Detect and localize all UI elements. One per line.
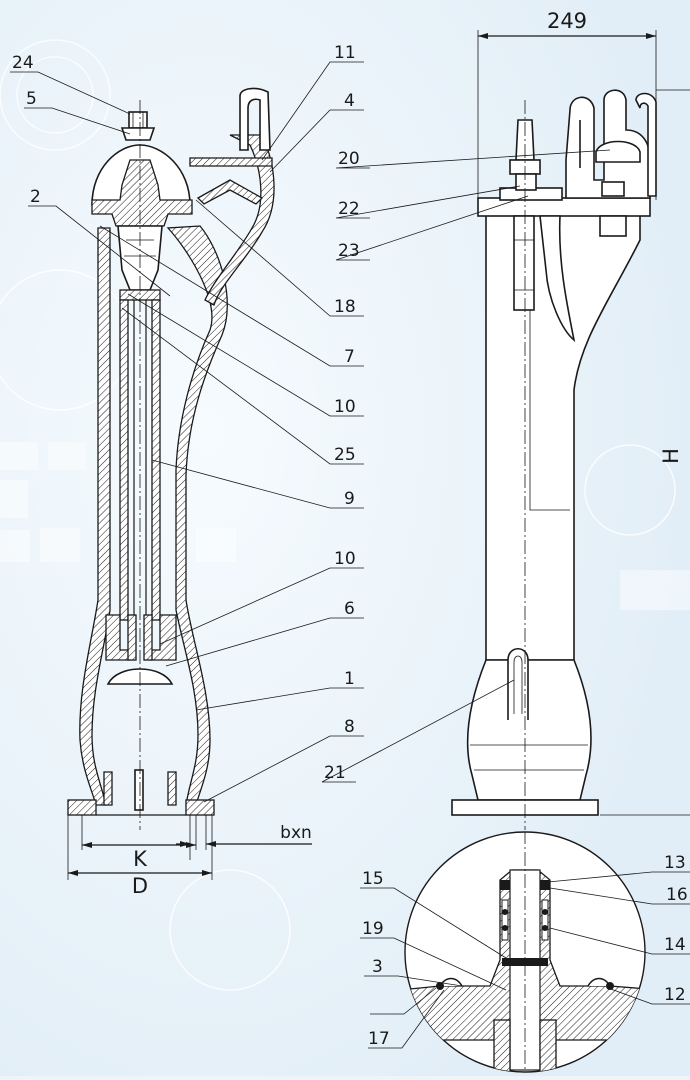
head-flange (477, 197, 651, 217)
outlet-nut (601, 181, 625, 197)
callout-10a: 10 (334, 397, 356, 417)
dim-label-249: 249 (547, 9, 587, 33)
callout-9: 9 (344, 489, 355, 509)
background-blocks (0, 442, 690, 610)
dim-label-K: K (133, 847, 148, 871)
valve-sleeve-right (143, 614, 153, 661)
spindle-tube-left (119, 299, 129, 621)
outlet-hook (239, 87, 271, 151)
callout-leaders (10, 61, 690, 1049)
callout-7: 7 (344, 347, 355, 367)
callout-25: 25 (334, 445, 356, 465)
callout-13: 13 (664, 853, 686, 873)
callout-5: 5 (26, 89, 37, 109)
stem-block (515, 173, 537, 191)
callout-2: 2 (30, 187, 41, 207)
left-dimensions: K D bxn (67, 815, 312, 898)
dim-label-H: H (659, 448, 683, 464)
stem-cap (128, 111, 148, 129)
callout-21: 21 (324, 763, 346, 783)
stem-extension (513, 215, 535, 311)
callout-18: 18 (334, 297, 356, 317)
callout-10b: 10 (334, 549, 356, 569)
exterior-view: 249 H (451, 9, 690, 830)
callout-6: 6 (344, 599, 355, 619)
outlet-flange (189, 157, 273, 167)
callout-24: 24 (12, 53, 34, 73)
dim-label-D: D (132, 874, 148, 898)
callout-22: 22 (338, 199, 360, 219)
leader-H (529, 310, 570, 511)
callout-17: 17 (368, 1029, 390, 1049)
drain-left (103, 771, 113, 806)
callout-20: 20 (338, 149, 360, 169)
callout-23: 23 (338, 241, 360, 261)
drain-pin (134, 769, 144, 811)
base-flange-right (185, 799, 215, 816)
callout-labels: 24 5 2 11 4 18 7 10 25 9 10 6 1 8 20 22 … (12, 43, 688, 1049)
callout-3: 3 (372, 957, 383, 977)
callout-11: 11 (334, 43, 356, 63)
head-casting (91, 159, 193, 227)
side-lug (539, 215, 576, 343)
outlet-cap (595, 140, 641, 163)
cap-nut (120, 127, 156, 141)
detail-view (404, 831, 646, 1073)
valve-sleeve-left (127, 614, 137, 661)
drain-right (167, 771, 177, 806)
callout-15: 15 (362, 869, 384, 889)
outlet-block (599, 215, 627, 237)
callout-4: 4 (344, 91, 355, 111)
check-valve (196, 179, 264, 205)
callout-16: 16 (666, 885, 688, 905)
drain-clip (507, 647, 529, 720)
callout-12: 12 (664, 985, 686, 1005)
lower-bell (466, 659, 592, 801)
callout-14: 14 (664, 935, 686, 955)
base-flange-left (67, 799, 97, 816)
outlet-hook-right (635, 92, 657, 197)
callout-1: 1 (344, 669, 355, 689)
callout-19: 19 (362, 919, 384, 939)
callout-8: 8 (344, 717, 355, 737)
dim-label-bxn: bxn (280, 823, 312, 843)
barrel (485, 214, 641, 661)
section-view (67, 87, 275, 830)
background-decoration (0, 39, 676, 991)
